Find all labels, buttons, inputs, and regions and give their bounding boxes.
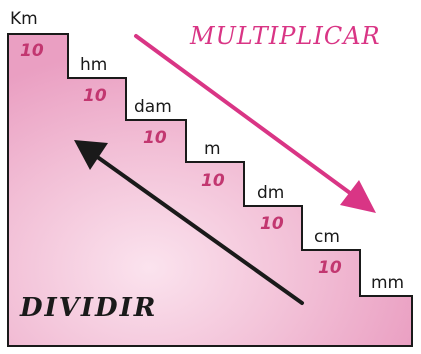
- multiply-arrow: [134, 34, 376, 213]
- unit-label-mm: mm: [371, 273, 404, 293]
- divide-label: DIVIDIR: [19, 293, 157, 323]
- unit-label-hm: hm: [80, 55, 107, 75]
- factor-label-4: 10: [201, 171, 225, 191]
- unit-label-m: m: [204, 139, 221, 159]
- factor-label-6: 10: [318, 258, 342, 278]
- factor-label-2: 10: [83, 86, 107, 106]
- divide-arrow: [74, 140, 304, 305]
- factor-label-3: 10: [143, 128, 167, 148]
- factor-label-1: 10: [20, 41, 44, 61]
- unit-label-cm: cm: [314, 227, 340, 247]
- staircase-shape: [7, 33, 413, 347]
- unit-label-dam: dam: [134, 97, 172, 117]
- unit-label-dm: dm: [257, 183, 284, 203]
- factor-label-5: 10: [260, 214, 284, 234]
- multiply-label: MULTIPLICAR: [189, 22, 381, 50]
- unit-label-km: Km: [10, 9, 38, 29]
